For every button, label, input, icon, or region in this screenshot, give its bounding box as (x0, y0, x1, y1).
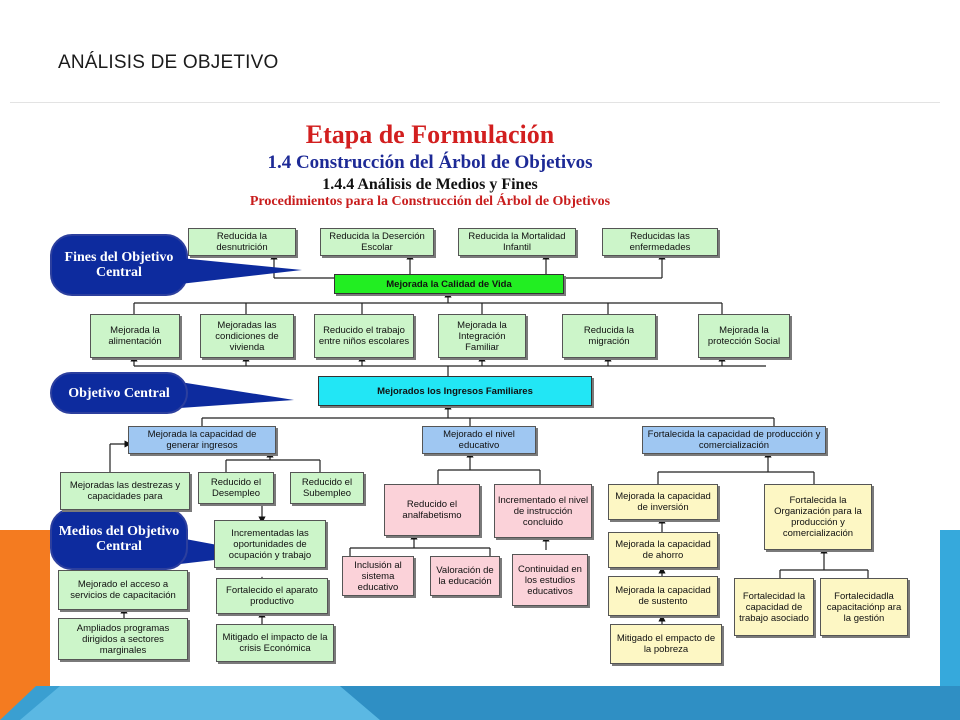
tag-fines: Fines del Objetivo Central (50, 234, 188, 296)
direct-end-alimentacion: Mejorada la alimentación (90, 314, 180, 358)
means-analfabetismo: Reducido el analfabetismo (384, 484, 480, 536)
means-inclusion-sistema: Inclusión al sistema educativo (342, 556, 414, 596)
means-produccion-comercializacion: Fortalecida la capacidad de producción y… (642, 426, 826, 454)
end-mortalidad-infantil: Reducida la Mortalidad Infantil (458, 228, 576, 256)
means-trabajo-asociado: Fortalecidad la capacidad de trabajo aso… (734, 578, 814, 636)
means-acceso-capacitacion: Mejorado el acceso a servicios de capaci… (58, 570, 188, 610)
end-enfermedades: Reducidas las enfermedades (602, 228, 718, 256)
direct-end-migracion: Reducida la migración (562, 314, 656, 358)
diagram-heading-2: 1.4 Construcción del Árbol de Objetivos (267, 152, 593, 173)
diagram-heading-1: Etapa de Formulación (305, 120, 555, 149)
bottom-decoration (0, 686, 960, 720)
slide-title: ANÁLISIS DE OBJETIVO (58, 52, 279, 73)
means-subempleo: Reducido el Subempleo (290, 472, 364, 504)
means-capacidad-sustento: Mejorada la capacidad de sustento (608, 576, 718, 616)
means-capacidad-ingresos: Mejorada la capacidad de generar ingreso… (128, 426, 276, 454)
means-nivel-educativo: Mejorado el nivel educativo (422, 426, 536, 454)
main-end-calidad-vida: Mejorada la Calidad de Vida (334, 274, 564, 294)
tag-objetivo-central: Objetivo Central (50, 372, 188, 414)
direct-end-trabajo-ninos: Reducido el trabajo entre niños escolare… (314, 314, 414, 358)
means-capacidad-inversion: Mejorada la capacidad de inversión (608, 484, 718, 520)
tag-medios: Medios del Objetivo Central (50, 508, 188, 570)
direct-end-proteccion: Mejorada la protección Social (698, 314, 790, 358)
title-divider (10, 102, 940, 103)
means-destrezas: Mejoradas las destrezas y capacidades pa… (60, 472, 190, 510)
objective-tree-diagram: Etapa de Formulación 1.4 Construcción de… (50, 108, 940, 686)
end-desnutricion: Reducida la desnutrición (188, 228, 296, 256)
means-programas-marginales: Ampliados programas dirigidos a sectores… (58, 618, 188, 660)
means-impacto-pobreza: Mitigado el empacto de la pobreza (610, 624, 722, 664)
means-aparato-productivo: Fortalecido el aparato productivo (216, 578, 328, 614)
orange-accent-bar (0, 530, 50, 686)
means-capacidad-ahorro: Mejorada la capacidad de ahorro (608, 532, 718, 568)
means-capacitacion-gestion: Fortalecidadla capacitaciónp ara la gest… (820, 578, 908, 636)
means-crisis-economica: Mitigado el impacto de la crisis Económi… (216, 624, 334, 662)
diagram-heading-3: 1.4.4 Análisis de Medios y Fines (322, 176, 538, 193)
means-oportunidades: Incrementadas las oportunidades de ocupa… (214, 520, 326, 568)
diagram-heading-4: Procedimientos para la Construcción del … (249, 194, 611, 209)
means-valoracion-educacion: Valoración de la educación (430, 556, 500, 596)
means-nivel-instruccion: Incrementado el nivel de instrucción con… (494, 484, 592, 538)
means-continuidad-estudios: Continuidad en los estudios educativos (512, 554, 588, 606)
blue-accent-bar (940, 530, 960, 686)
direct-end-integracion: Mejorada la Integración Familiar (438, 314, 526, 358)
end-desercion-escolar: Reducida la Deserción Escolar (320, 228, 434, 256)
central-objective: Mejorados los Ingresos Familiares (318, 376, 592, 406)
direct-end-vivienda: Mejoradas las condiciones de vivienda (200, 314, 294, 358)
means-desempleo: Reducido el Desempleo (198, 472, 274, 504)
means-organizacion-produccion: Fortalecida la Organización para la prod… (764, 484, 872, 550)
